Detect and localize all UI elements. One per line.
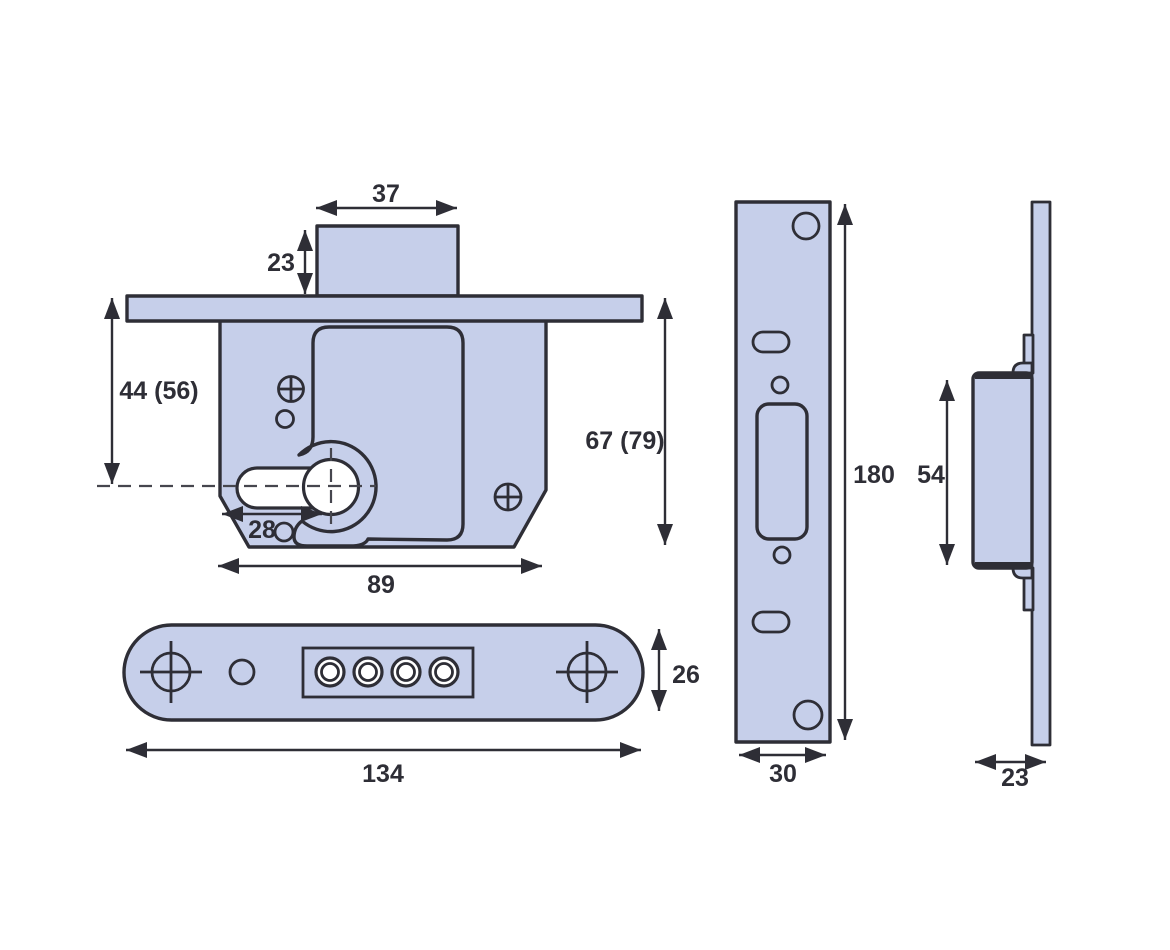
screw-slot-lower [751,610,791,634]
view-strike-plate-side: 54 23 [917,200,1052,792]
screw-crosshair-icon [140,641,202,703]
side-plate-strip [1030,200,1052,747]
bolt-cutout [755,402,809,541]
pin-hole-upper [770,375,790,395]
deadbolt [315,224,460,298]
dim-case-height-label: 67 (79) [585,427,664,455]
pin-hole-lower [772,545,792,565]
dim-box-depth-label: 23 [1001,764,1029,792]
screw-crosshair-icon [556,641,618,703]
bolt-pin [352,656,384,688]
view-lock-case-front: 37 23 44 (56) 67 (79) 28 89 [97,180,673,599]
dim-strike-width-label: 30 [769,760,797,788]
phillips-screw-icon [277,375,305,403]
strike-box-lower-lug [1011,566,1034,580]
strike-box-upper-lug [1011,361,1034,375]
phillips-screw-icon [493,482,523,512]
plug-hole [228,658,256,686]
dim-centre-height-label: 44 (56) [119,377,198,405]
strike-plate [734,200,832,744]
bolt-pin [428,656,460,688]
dim-faceplate-length-label: 134 [362,760,404,788]
lock-case-body [218,316,548,549]
bolt-aperture-frame [301,646,475,699]
dim-bolt-height-label: 23 [267,249,295,277]
screw-hole-bottom [792,699,824,731]
dim-backset-label: 28 [248,516,276,544]
faceplate-strip [125,294,644,323]
bolt-pin [314,656,346,688]
case-panel-outline [292,325,465,548]
strike-dust-box [971,371,1034,570]
view-strike-plate-front: 180 30 [734,200,895,788]
dim-case-depth-label: 89 [367,571,395,599]
dim-strike-length-label: 180 [853,461,895,489]
screw-hole-top [791,211,821,241]
bolt-pin [390,656,422,688]
fixing-hole [273,521,295,543]
screw-slot-upper [751,330,791,354]
dim-bolt-width-label: 37 [372,180,400,208]
dim-faceplate-width-label: 26 [672,661,700,689]
dim-box-length-label: 54 [917,461,945,489]
view-faceplate-front: 26 134 [122,623,700,788]
fixing-hole [275,409,295,429]
